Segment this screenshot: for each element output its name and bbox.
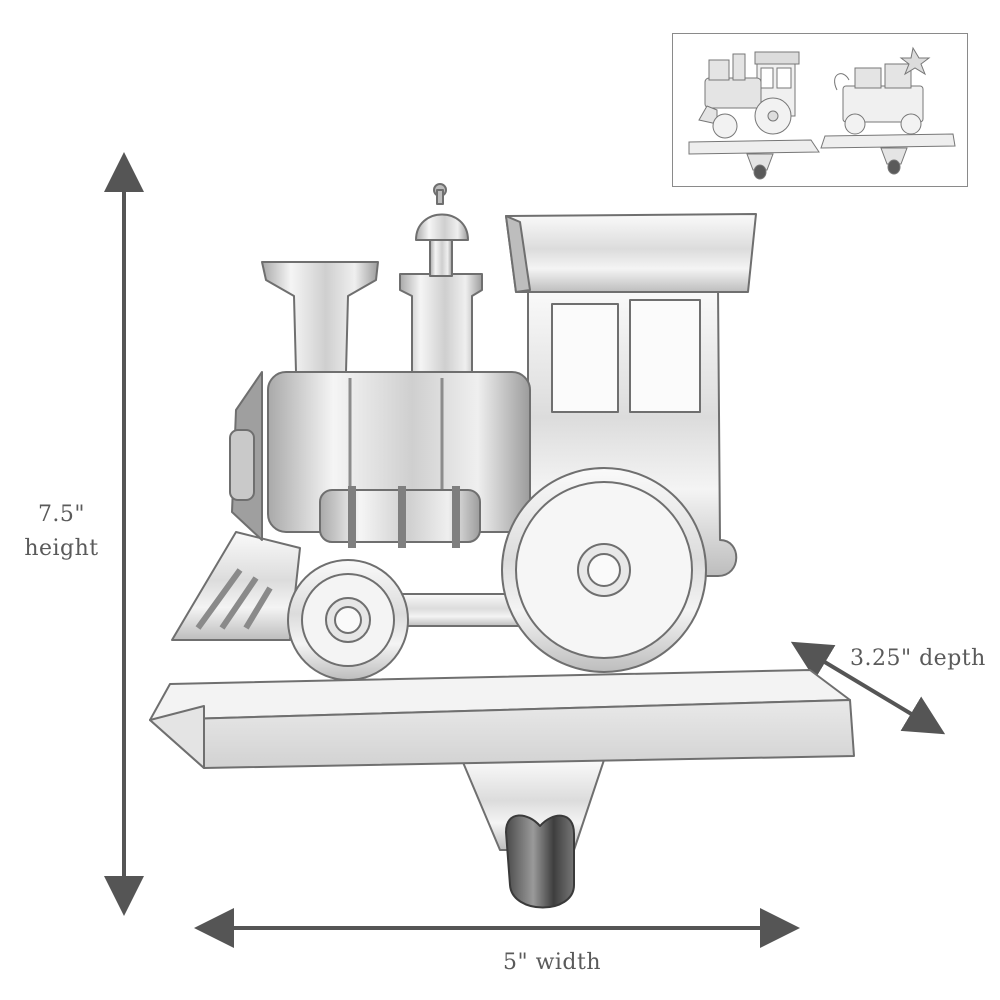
train-stocking-holder	[149, 183, 855, 909]
cab-roof	[505, 213, 757, 293]
front-wheel	[287, 559, 409, 681]
cab-window-left	[551, 303, 619, 413]
variant-inset	[672, 33, 968, 187]
depth-arrow	[790, 641, 946, 735]
steam-dome	[399, 273, 483, 373]
height-unit: height	[24, 536, 99, 561]
inset-gift-wagon-stocking-holder	[820, 46, 956, 175]
height-label: 7.5" height	[14, 498, 109, 566]
width-label: 5" width	[502, 950, 602, 975]
cowcatcher	[171, 531, 301, 641]
depth-label: 3.25" depth	[850, 646, 986, 671]
hook	[505, 814, 575, 909]
smokestack	[261, 261, 379, 373]
inset-train-stocking-holder	[688, 51, 820, 180]
rear-wheel	[501, 467, 707, 673]
cab-window-right	[629, 299, 701, 413]
height-value: 7.5"	[37, 502, 86, 527]
